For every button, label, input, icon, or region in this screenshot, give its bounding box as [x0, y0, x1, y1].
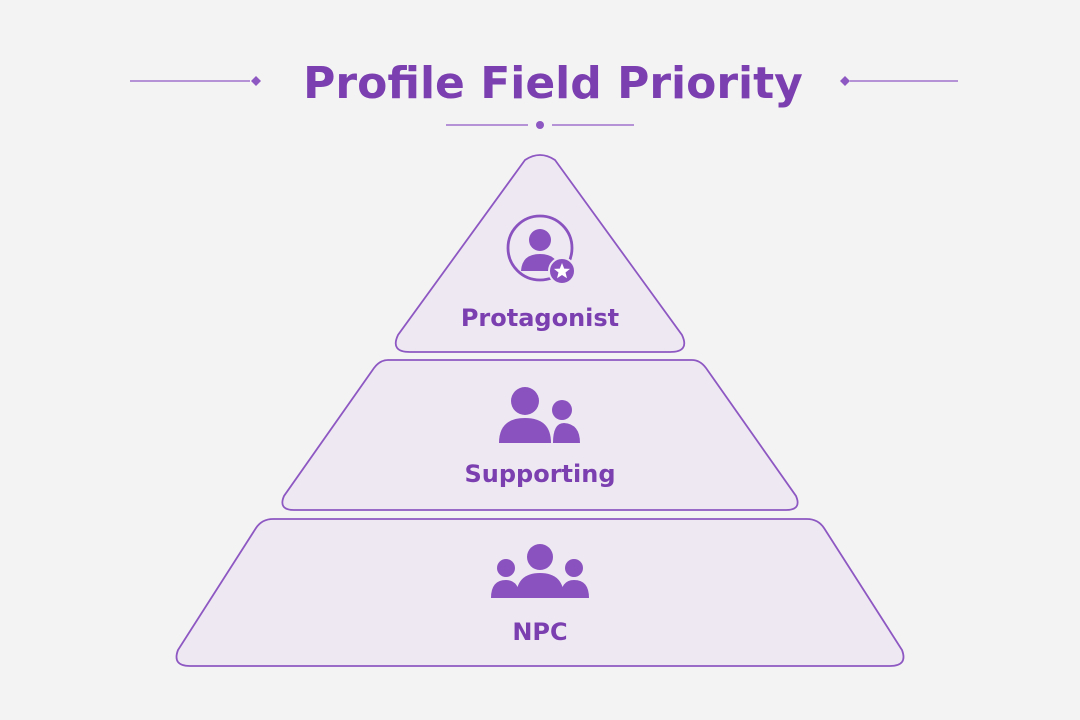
- two-users-icon: [499, 387, 580, 443]
- tier-shape-protagonist: [394, 154, 686, 353]
- title-diamond-right: [840, 76, 850, 86]
- tier-supporting: Supporting: [281, 359, 799, 511]
- title-decoration: [130, 76, 958, 86]
- tier-label-supporting: Supporting: [464, 460, 615, 488]
- tier-label-npc: NPC: [512, 618, 567, 646]
- user-group-icon: [491, 544, 589, 598]
- page-title: Profile Field Priority: [303, 58, 803, 109]
- title-underline: [446, 121, 634, 129]
- user-star-icon: [506, 214, 576, 285]
- tier-label-protagonist: Protagonist: [461, 304, 619, 332]
- tier-protagonist: Protagonist: [394, 154, 686, 353]
- underline-dot: [536, 121, 544, 129]
- tier-npc: NPC: [175, 518, 905, 667]
- title-diamond-left: [251, 76, 261, 86]
